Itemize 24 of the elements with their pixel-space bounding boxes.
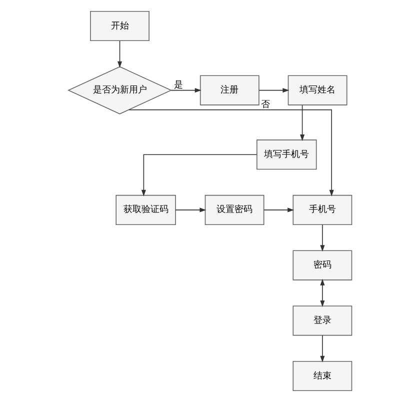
node-box: 密码 bbox=[292, 250, 352, 280]
edge-label: 是 bbox=[174, 80, 183, 91]
arrow bbox=[320, 278, 325, 308]
node-box: 设置密码 bbox=[204, 194, 264, 226]
arrow bbox=[175, 208, 206, 212]
arrow bbox=[320, 224, 325, 252]
node-box: 开始 bbox=[90, 10, 150, 42]
edge-label: 否 bbox=[261, 100, 270, 110]
node-box: 登录 bbox=[292, 306, 352, 336]
arrow bbox=[264, 208, 294, 212]
node-box: 填写姓名 bbox=[288, 75, 348, 106]
node-box: 获取验证码 bbox=[116, 194, 176, 226]
node-box: 填写手机号 bbox=[256, 140, 317, 170]
arrow bbox=[300, 104, 305, 141]
node-box: 注册 bbox=[200, 75, 260, 106]
arrow bbox=[128, 109, 334, 196]
node-box: 手机号 bbox=[292, 194, 352, 226]
node-box: 结束 bbox=[292, 360, 352, 392]
arrow bbox=[117, 40, 122, 68]
arrow bbox=[258, 88, 290, 93]
arrow bbox=[170, 88, 202, 93]
arrow bbox=[141, 154, 258, 196]
node-diamond: 是否为新用户 bbox=[67, 66, 172, 114]
arrow bbox=[320, 335, 325, 362]
